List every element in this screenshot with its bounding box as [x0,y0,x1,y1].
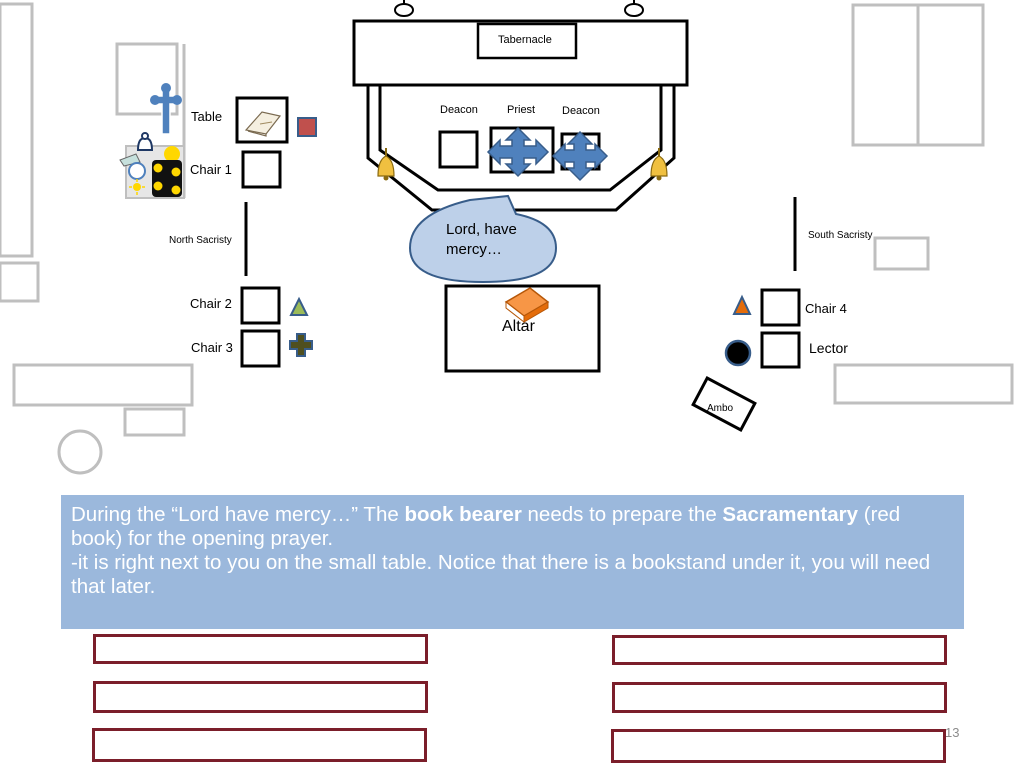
book-bearer-term: book bearer [404,503,522,526]
chair-4-label: Chair 4 [805,301,847,316]
cruet-circle-icon [128,162,146,180]
chair-1 [241,150,282,189]
processional-cross-icon [150,83,182,135]
deacon-marker-icon [551,130,609,182]
north-sacristy-label: North Sacristy [169,235,232,246]
instruction-text: During the “Lord have mercy…” The [71,503,405,526]
ambo-label: Ambo [707,403,734,414]
cross-marker-icon [289,333,313,357]
altar-label: Altar [502,318,535,335]
instruction-paragraph-1: During the “Lord have mercy…” The book b… [71,503,954,551]
missal-book-icon [504,287,550,324]
incense-boat-icon [136,132,154,151]
pew-right-1 [612,635,947,665]
pew-left-2 [93,681,428,713]
acolyte-dot [153,181,163,191]
tabernacle-box [476,22,578,60]
pew-left-3 [92,728,427,762]
page-number: 13 [945,725,960,740]
pew-right-3 [611,729,946,763]
yellow-marker-icon [164,146,180,162]
chair-2 [240,286,281,325]
ambo [691,376,757,432]
lector-marker-icon [724,339,752,367]
sacramentary-term: Sacramentary [722,503,859,526]
speech-bubble-text: Lord, have mercy… [446,221,517,258]
sacramentary-marker-icon [297,117,317,137]
instruction-text: needs to prepare the [521,503,723,526]
left-wall-step [0,261,40,303]
triangle-marker-icon [289,296,309,316]
table-label: Table [191,109,223,124]
candle-stand-right [624,0,644,17]
open-book-icon [244,111,282,137]
south-sacristy-shelf [873,236,930,271]
candle-sun-icon [129,179,145,195]
speech-bubble [408,194,558,284]
left-small-block [123,407,186,437]
deacon-left-label: Deacon [440,104,478,116]
tabernacle-label: Tabernacle [498,34,552,46]
bell-icon [650,148,668,181]
lector-chair [760,331,801,369]
south-sacristy-label: South Sacristy [808,230,873,241]
acolyte-dot [153,163,163,173]
deacon-right-label: Deacon [562,105,600,117]
instruction-panel: During the “Lord have mercy…” The book b… [61,495,964,629]
lector-label: Lector [809,340,848,356]
altar [444,284,601,373]
chair-1-label: Chair 1 [190,162,232,177]
instruction-text: (red book) for the opening prayer. [71,503,901,550]
chair-3-label: Chair 3 [191,340,233,355]
acolyte-dot [171,185,181,195]
candle-stand-left [394,0,414,17]
instruction-paragraph-2: -it is right next to you on the small ta… [71,551,931,598]
pew-right-2 [612,682,947,713]
credence-shelf [115,42,179,116]
acolyte-dot [171,167,181,177]
priest-label: Priest [507,104,536,116]
chair-3 [240,329,281,368]
chair-4 [760,288,801,327]
chair-2-label: Chair 2 [190,296,232,311]
left-wall [0,2,34,258]
right-pew-front [833,363,1014,405]
orange-triangle-marker-icon [732,294,752,315]
baptismal-font [57,429,103,475]
left-pew-front [12,363,194,407]
bell-icon [377,148,395,181]
sanctuary-step [366,85,676,212]
priest-marker-icon [486,126,550,178]
deacon-chair-left [438,130,479,169]
pew-left-1 [93,634,428,664]
